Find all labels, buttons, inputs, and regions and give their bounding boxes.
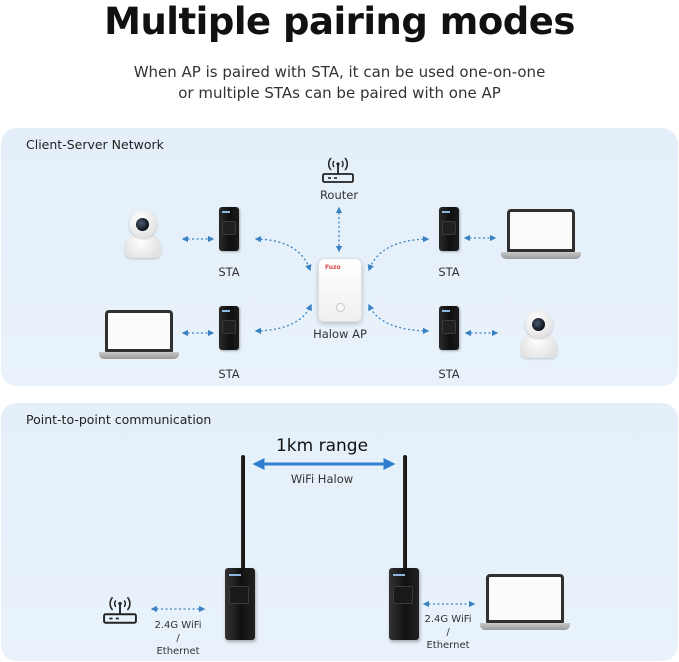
left-link-line1: 2.4G WiFi — [154, 620, 202, 631]
sta-device-icon — [219, 306, 239, 350]
laptop-icon — [480, 574, 570, 630]
router-icon — [322, 157, 354, 183]
sta-device-icon — [225, 568, 255, 640]
ap-button — [336, 303, 345, 312]
halow-ap-label: Halow AP — [313, 327, 367, 341]
router-label: Router — [319, 188, 359, 202]
right-link-line3: Ethernet — [426, 640, 470, 651]
client-server-label: Client-Server Network — [26, 137, 164, 152]
right-link-line2: / — [446, 627, 450, 638]
antenna-icon — [403, 455, 407, 569]
sta-device-icon — [439, 207, 459, 251]
laptop-icon — [99, 310, 179, 359]
left-link-line2: / — [176, 633, 180, 644]
sta-device-icon — [389, 568, 419, 640]
ap-brand-logo: Fuzo — [325, 264, 341, 271]
point-to-point-label: Point-to-point communication — [26, 412, 212, 427]
sta-device-icon — [219, 207, 239, 251]
range-label: 1km range — [275, 436, 369, 456]
right-link-line1: 2.4G WiFi — [424, 614, 472, 625]
halow-ap-icon: Fuzo — [318, 258, 362, 322]
sta-label: STA — [438, 265, 460, 279]
sta-device-icon — [439, 306, 459, 350]
sta-label: STA — [218, 367, 240, 381]
camera-icon — [520, 310, 558, 358]
subtitle-line-2: or multiple STAs can be paired with one … — [178, 84, 501, 102]
point-to-point-panel — [1, 403, 678, 661]
left-link-label: 2.4G WiFi / Ethernet — [148, 619, 208, 658]
left-link-line3: Ethernet — [156, 646, 200, 657]
camera-icon — [124, 210, 162, 258]
subtitle-line-1: When AP is paired with STA, it can be us… — [133, 63, 546, 81]
sta-label: STA — [218, 265, 240, 279]
laptop-icon — [501, 209, 581, 259]
antenna-icon — [241, 455, 245, 569]
wifi-halow-label: WiFi Halow — [290, 472, 354, 486]
right-link-label: 2.4G WiFi / Ethernet — [418, 613, 478, 652]
sta-label: STA — [438, 367, 460, 381]
router-icon — [103, 596, 137, 624]
page-title: Multiple pairing modes — [104, 0, 575, 43]
